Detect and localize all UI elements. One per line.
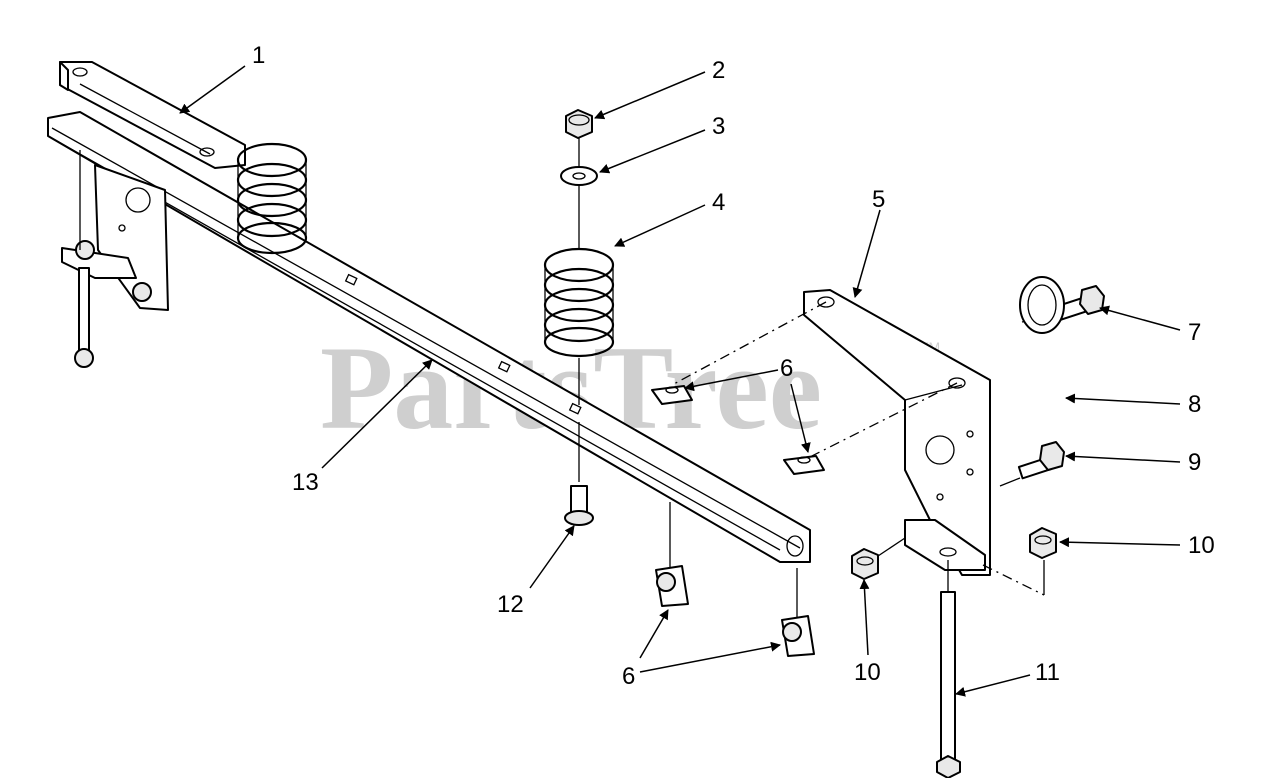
callout-4: 4 [712,189,725,216]
nut-part-10-left [851,548,879,580]
clip-nut-part-6-a [651,385,693,405]
leader-8 [1065,393,1181,405]
washer-part-3 [560,166,598,186]
leader-3 [599,129,706,174]
callout-10-right: 10 [1188,532,1215,559]
callout-2: 2 [712,57,725,84]
bolt-part-9 [999,441,1065,487]
leader-5 [852,209,881,298]
leader-6b [790,383,811,453]
upper-bracket-part-1 [59,61,246,169]
mounted-spring [236,142,308,255]
callout-8: 8 [1188,391,1201,418]
bolt-part-12 [564,422,594,526]
leader-6c [639,609,669,659]
callout-7: 7 [1188,319,1201,346]
callout-10-left: 10 [854,659,881,686]
nut-part-10-right [1029,527,1057,559]
grommet-part-8 [1019,276,1065,334]
callout-3: 3 [712,113,725,140]
leader-6d [639,641,781,673]
clip-nut-part-6-c [655,565,689,607]
leader-13 [321,359,433,469]
leader-1 [179,65,246,114]
leader-9 [1065,451,1181,463]
leader-7 [1099,305,1181,331]
callout-6-lower: 6 [622,663,635,690]
nut-part-2 [565,109,593,139]
spring-part-4 [543,247,615,358]
callout-12: 12 [497,591,524,618]
bolt-part-11 [936,560,961,778]
leader-12 [529,525,575,589]
callout-11: 11 [1035,659,1060,686]
leader-6a [684,369,779,392]
clip-nut-part-6-b [783,455,825,475]
clip-nut-part-6-d [781,615,815,657]
leader-10b [859,579,870,656]
leader-11 [955,674,1031,697]
leader-10a [1059,537,1181,548]
leader-4 [614,204,706,247]
right-bracket-part-5 [671,289,991,576]
leader-2 [594,71,706,120]
callout-13: 13 [292,469,319,496]
left-side-plate [61,150,169,368]
callout-6-upper: 6 [780,355,793,382]
callout-5: 5 [872,186,885,213]
callout-1: 1 [252,42,265,69]
callout-9: 9 [1188,449,1201,476]
